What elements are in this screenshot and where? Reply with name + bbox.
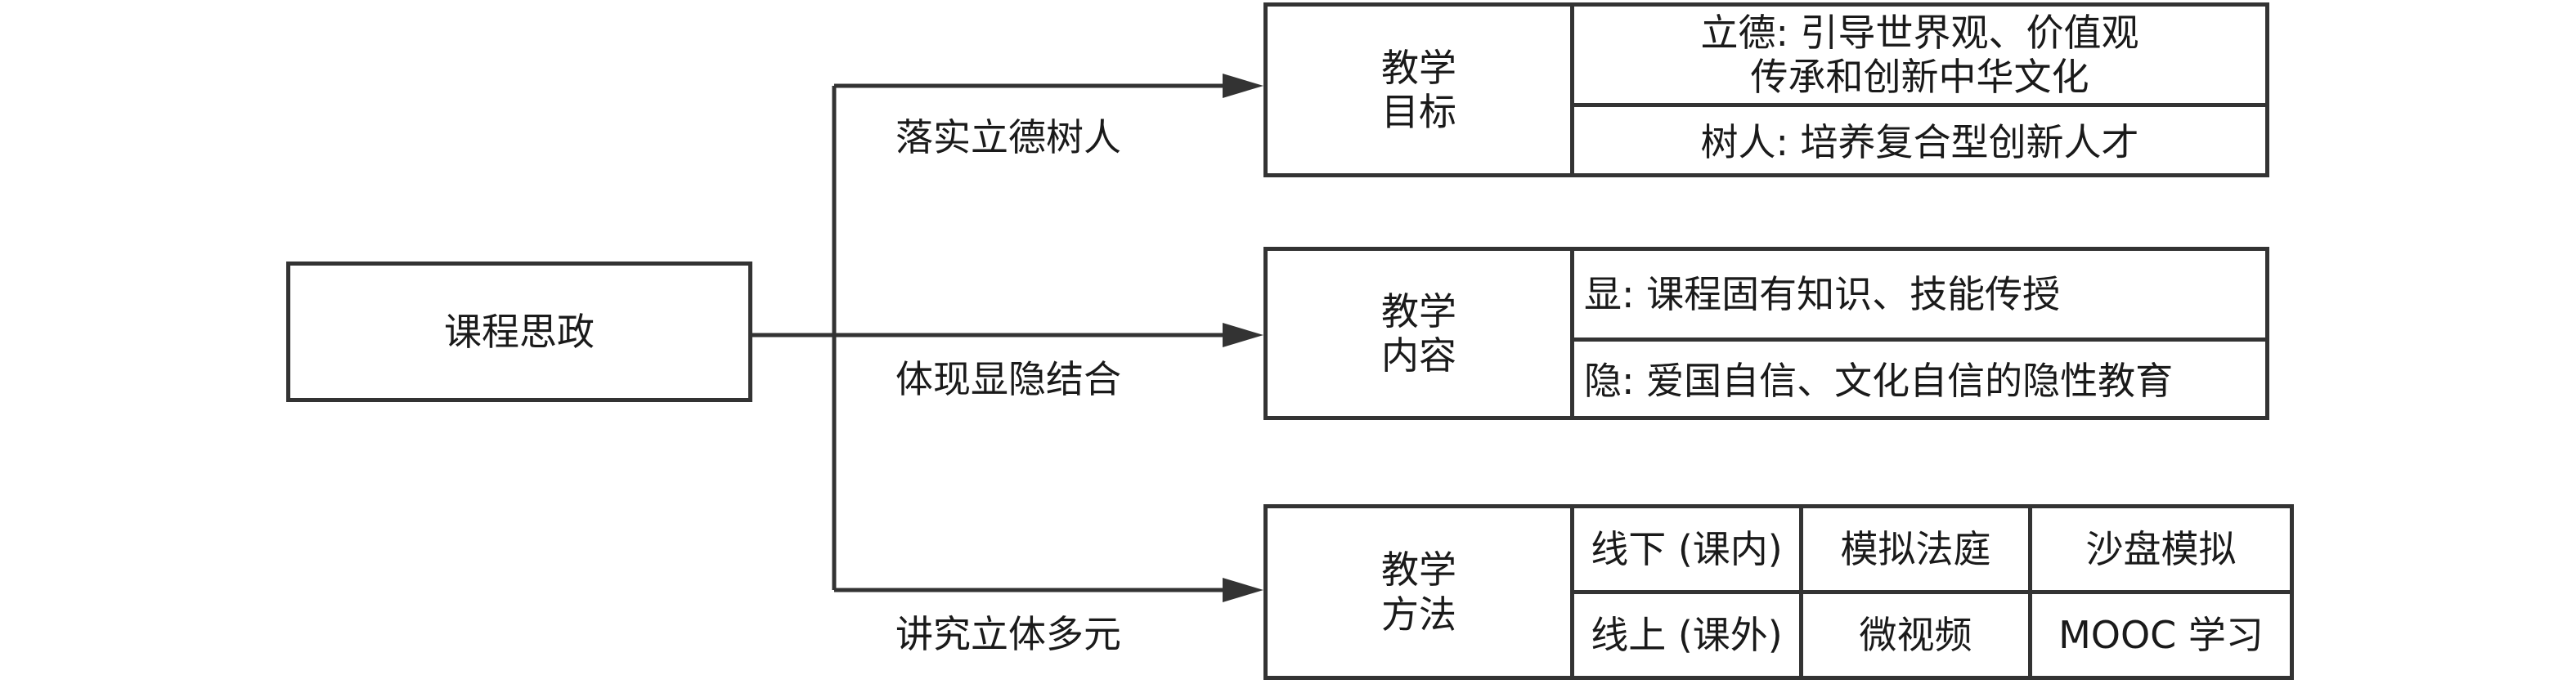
method-category: 教学 方法 <box>1381 548 1456 637</box>
divider <box>1570 7 1574 173</box>
method-online: 线上 (课外) <box>1591 612 1783 657</box>
branch-1-label: 落实立德树人 <box>895 115 1121 159</box>
divider <box>1570 251 1574 416</box>
root-label: 课程思政 <box>444 309 595 354</box>
content-category: 教学 内容 <box>1381 288 1456 378</box>
divider <box>1574 590 2290 594</box>
method-mooc: MOOC 学习 <box>2058 612 2264 657</box>
arrow-head-2 <box>1223 323 1263 347</box>
goal-box: 教学 目标 立德: 引导世界观、价值观 传承和创新中华文化 树人: 培养复合型创… <box>1263 2 2269 177</box>
root-box: 课程思政 <box>286 262 752 402</box>
content-item-2: 隐: 爱国自信、文化自信的隐性教育 <box>1584 358 2174 403</box>
method-moot-court: 模拟法庭 <box>1840 526 1991 571</box>
content-box: 教学 内容 显: 课程固有知识、技能传授 隐: 爱国自信、文化自信的隐性教育 <box>1263 247 2269 420</box>
divider <box>1574 103 2265 107</box>
method-box: 教学 方法 线下 (课内) 模拟法庭 沙盘模拟 线上 (课外) 微视频 MOOC… <box>1263 504 2294 680</box>
method-micro-video: 微视频 <box>1859 612 1972 657</box>
arrow-head-3 <box>1223 578 1263 602</box>
branch-3-label: 讲究立体多元 <box>895 612 1121 656</box>
arrow-head-1 <box>1223 74 1263 98</box>
goal-category: 教学 目标 <box>1381 45 1456 134</box>
goal-item-2: 树人: 培养复合型创新人才 <box>1700 119 2139 164</box>
content-item-1: 显: 课程固有知识、技能传授 <box>1584 271 2061 316</box>
goal-item-1: 立德: 引导世界观、价值观 传承和创新中华文化 <box>1700 10 2139 99</box>
method-offline: 线下 (课内) <box>1591 526 1783 571</box>
method-sandbox: 沙盘模拟 <box>2085 526 2237 571</box>
divider <box>1570 508 1574 676</box>
branch-2-label: 体现显隐结合 <box>895 357 1121 401</box>
divider <box>1574 338 2265 342</box>
